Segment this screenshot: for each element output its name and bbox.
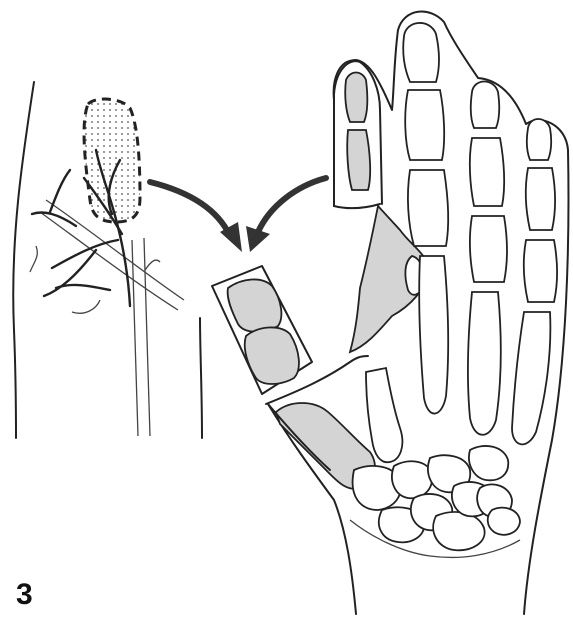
second-metacarpal (366, 368, 402, 462)
figure-number-label: 3 (16, 578, 33, 612)
arrow-from-donor (150, 182, 230, 236)
donor-bone-axis (132, 240, 138, 436)
middle-finger-bones (468, 82, 507, 435)
index-finger-bones (403, 23, 448, 414)
arrow-from-thumb (258, 178, 326, 232)
bone-graft-segment (212, 266, 312, 394)
ring-finger-bones (512, 119, 557, 444)
thumb-distal-phalanx (345, 73, 367, 123)
donor-limb-outline-right (200, 318, 202, 438)
carpal-bones (353, 446, 520, 550)
donor-limb-outline (13, 82, 34, 438)
thumb-stump-line (334, 204, 380, 208)
donor-site-drawing (13, 82, 202, 438)
thumb-proximal-phalanx (347, 130, 370, 190)
graft-bone-proximal (228, 279, 282, 331)
transfer-arrows (150, 178, 326, 252)
recipient-hand (266, 12, 568, 614)
